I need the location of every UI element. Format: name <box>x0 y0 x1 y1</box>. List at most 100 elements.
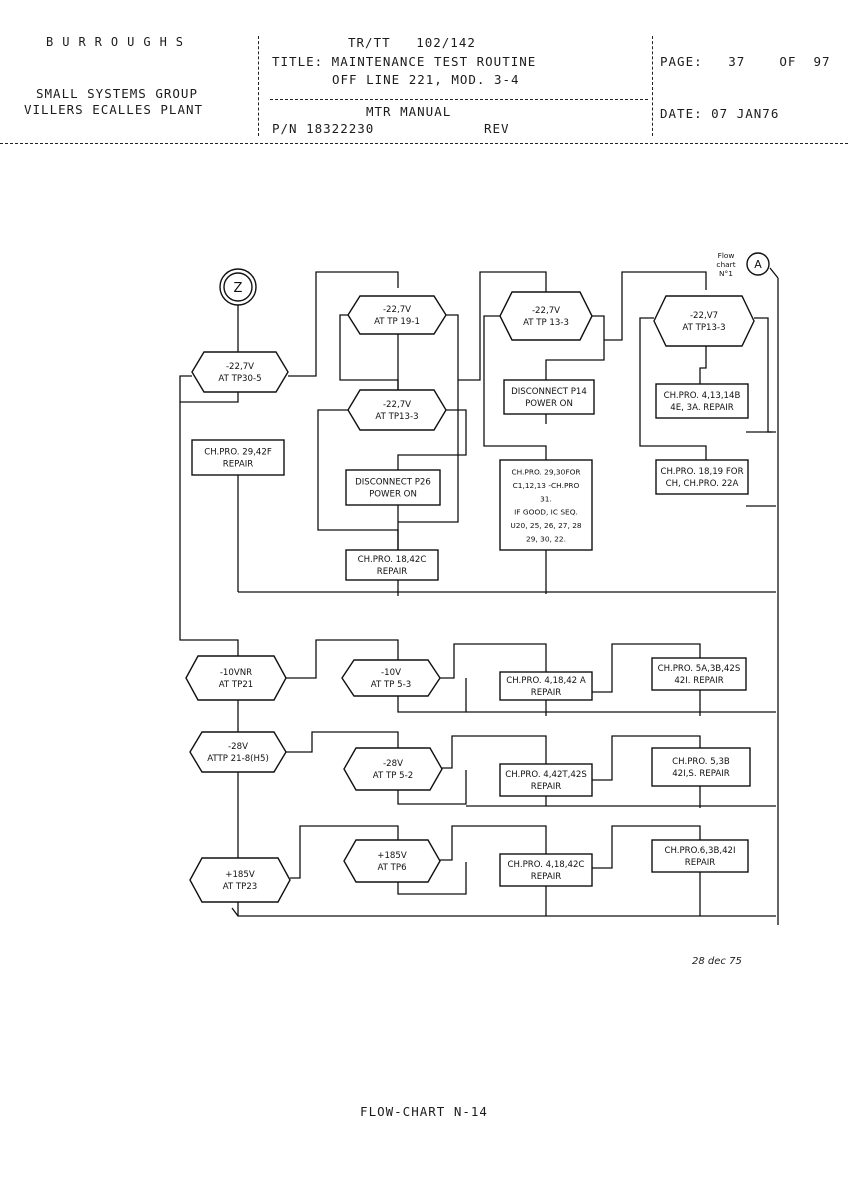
flowchart-caption: FLOW-CHART N-14 <box>360 1104 488 1119</box>
process-shape <box>655 383 749 419</box>
doc-title-line-1: TITLE: MAINTENANCE TEST ROUTINE <box>272 54 537 69</box>
node-label-line: IF GOOD, IC SEQ. <box>514 508 578 517</box>
page-number: PAGE: 37 OF 97 <box>660 54 831 69</box>
node-label-line: AT TP30-5 <box>218 374 261 384</box>
decision-shape <box>189 731 287 773</box>
decision-shape <box>499 291 593 341</box>
company-name: BURROUGHS <box>46 35 193 49</box>
flow-node-r-pro5a: CH.PRO. 5A,3B,42S 42I. REPAIR <box>651 657 747 691</box>
node-label-line: -22,7V <box>383 400 411 410</box>
node-label-line: -28V <box>383 759 403 769</box>
process-shape <box>651 657 747 691</box>
process-shape <box>651 839 749 873</box>
decision-shape <box>347 389 447 431</box>
node-label-line: POWER ON <box>369 490 417 500</box>
node-label-line: CH, CH.PRO. 22A <box>666 479 739 489</box>
node-label-line: AT TP13-3 <box>375 412 418 422</box>
node-label-line: CH.PRO. 4,42T,42S <box>505 770 587 780</box>
node-label-line: AT TP6 <box>377 863 406 873</box>
flow-node-r-pro18-19: CH.PRO. 18,19 FOR CH, CH.PRO. 22A <box>655 459 749 495</box>
node-label-line: CH.PRO. 4,18,42C <box>508 860 585 870</box>
flow-node-d-tp19-1: -22,7V AT TP 19-1 <box>347 295 447 335</box>
process-shape <box>345 469 441 506</box>
process-shape <box>499 459 593 551</box>
node-label-line: AT TP 19-1 <box>374 317 420 327</box>
svg-text:N°1: N°1 <box>719 269 733 278</box>
flow-node-r-pro5-3b: CH.PRO. 5,3B 42I,S. REPAIR <box>651 747 751 787</box>
node-label-line: CH.PRO. 18,19 FOR <box>660 467 743 477</box>
header-divider-left <box>258 36 259 136</box>
node-label-line: +185V <box>225 870 255 880</box>
node-label-line: CH.PRO. 5,3B <box>672 757 730 767</box>
flow-node-d-tp13-3a: -22,7V AT TP13-3 <box>347 389 447 431</box>
node-label-line: AT TP13-3 <box>682 323 725 333</box>
flow-node-d-tp21: -10VNR AT TP21 <box>185 655 287 701</box>
node-label-line: CH.PRO. 18,42C <box>358 555 427 565</box>
process-shape <box>345 549 439 581</box>
end-connector-a: A Flow chart N°1 <box>716 251 770 278</box>
decision-shape <box>191 351 289 393</box>
node-label-line: REPAIR <box>531 782 561 792</box>
node-label-line: CH.PRO. 4,18,42 A <box>506 676 586 686</box>
flow-nodes: -22,7V AT TP30-5CH.PRO. 29,42F REPAIR -22,7… <box>185 291 755 903</box>
flow-node-d-tp13-3b: -22,7V AT TP 13-3 <box>499 291 593 341</box>
node-label-line: C1,12,13 -CH.PRO <box>513 481 580 490</box>
node-label-line: 42I. REPAIR <box>674 676 723 686</box>
node-label-line: REPAIR <box>531 688 561 698</box>
svg-text:A: A <box>754 258 762 271</box>
node-label-line: -22,7V <box>226 362 254 372</box>
flow-node-r-pro4-42t: CH.PRO. 4,42T,42S REPAIR <box>499 763 593 797</box>
decision-shape <box>341 659 441 697</box>
decision-shape <box>185 655 287 701</box>
node-label-line: REPAIR <box>531 872 561 882</box>
node-label-line: -10V <box>381 668 401 678</box>
node-label-line: +185V <box>377 851 407 861</box>
node-label-line: ATTP 21-8(H5) <box>207 754 269 764</box>
process-shape <box>499 853 593 887</box>
node-label-line: DISCONNECT P14 <box>511 387 587 397</box>
part-number: P/N 18322230 <box>272 121 375 136</box>
node-label-line: AT TP21 <box>219 680 254 690</box>
decision-shape <box>343 747 443 791</box>
process-shape <box>651 747 751 787</box>
node-label-line: -28V <box>228 742 248 752</box>
node-label-line: -22,7V <box>383 305 411 315</box>
node-label-line: 29, 30, 22. <box>526 535 566 544</box>
node-label-line: REPAIR <box>223 460 253 470</box>
doc-title-line-2: OFF LINE 221, MOD. 3-4 <box>332 72 520 87</box>
flow-node-d-tp30-5: -22,7V AT TP30-5 <box>191 351 289 393</box>
node-label-line: 31. <box>540 494 552 503</box>
flow-node-d-tp6: +185V AT TP6 <box>343 839 441 883</box>
process-shape <box>503 379 595 415</box>
node-label-line: -22,7V <box>532 306 560 316</box>
flow-lines <box>179 267 779 925</box>
flow-node-r-pro29: CH.PRO. 29,42F REPAIR <box>191 439 285 476</box>
node-label-line: CH.PRO. 29,42F <box>204 448 272 458</box>
flow-node-r-pro4-18-42a: CH.PRO. 4,18,42 A REPAIR <box>499 671 593 701</box>
node-label-line: U20, 25, 26, 27, 28 <box>510 521 582 530</box>
decision-shape <box>189 857 291 903</box>
process-shape <box>499 671 593 701</box>
node-label-line: 4E, 3A. REPAIR <box>670 403 733 413</box>
node-label-line: AT TP 13-3 <box>523 318 569 328</box>
node-label-line: 42I,S. REPAIR <box>672 769 730 779</box>
flow-node-d-tp5-2: -28V AT TP 5-2 <box>343 747 443 791</box>
svg-text:chart: chart <box>716 260 735 269</box>
group-line-1: SMALL SYSTEMS GROUP <box>36 86 198 101</box>
node-label-line: CH.PRO. 5A,3B,42S <box>658 664 741 674</box>
process-shape <box>191 439 285 476</box>
group-line-2: VILLERS ECALLES PLANT <box>24 102 204 117</box>
manual-name: MTR MANUAL <box>366 104 452 119</box>
node-label-line: -10VNR <box>220 668 252 678</box>
node-label-line: CH.PRO.6,3B,42I <box>664 846 735 856</box>
title-separator <box>270 99 648 100</box>
node-label-line: AT TP 5-2 <box>373 771 413 781</box>
